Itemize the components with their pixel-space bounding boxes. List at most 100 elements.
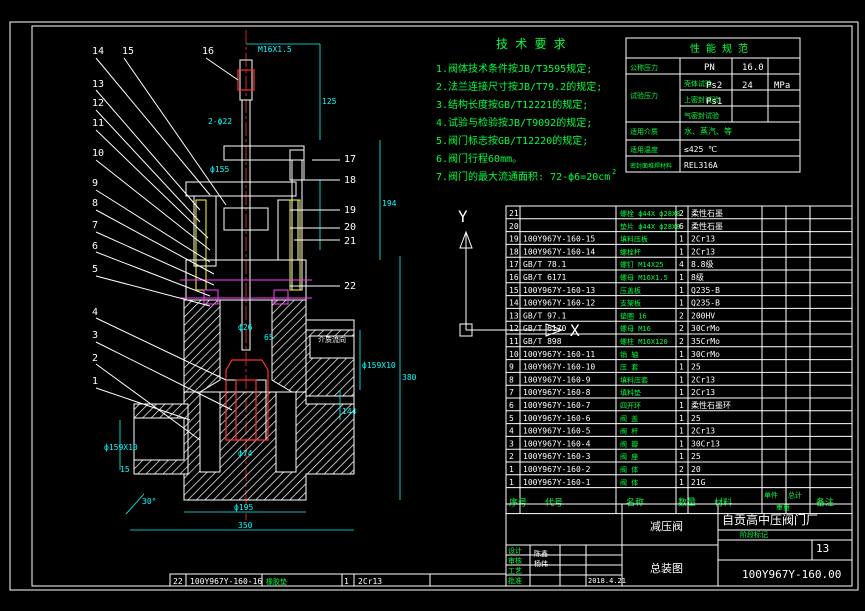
- bom-cell-code: 100Y967Y-160-7: [523, 401, 591, 410]
- callout-3: 3: [92, 330, 98, 341]
- tech-item-3: 3.结构长度按GB/T12221的规定;: [436, 98, 588, 111]
- bom-cell-name: 螺栓 ф44X ф28X8: [620, 209, 680, 218]
- tech-item-7: 7.阀门的最大流通面积: 72-ф6=20cm: [436, 170, 610, 183]
- bom-cell-code: GB/T 78.1: [523, 260, 567, 269]
- bom-cell-no: 9: [509, 363, 514, 372]
- callout-16: 16: [202, 46, 214, 57]
- perf-material: REL316A: [684, 161, 718, 170]
- bom-cell-name: 支架板: [620, 299, 641, 308]
- drawing-number: 100Y967Y-160.00: [742, 568, 841, 581]
- bom-cell-no: 1: [509, 465, 514, 474]
- bom-cell-name: 填料压板: [620, 235, 648, 244]
- perf-air: 气密封试验: [684, 111, 719, 120]
- bom-header-remark: 备注: [816, 497, 834, 509]
- checker-label: 审核: [508, 556, 522, 565]
- bom-cell-qty: 2: [679, 311, 684, 320]
- dim-d74: ф74: [238, 449, 253, 458]
- bom-cell-no: 20: [509, 222, 519, 231]
- perf-24: 24: [742, 81, 753, 91]
- bom-cell-name: 垫片 ф44X ф28X8: [620, 222, 680, 231]
- dim-d380: 380: [402, 373, 417, 382]
- bom-cell-qty: 1: [679, 478, 684, 487]
- axis-y: Y: [458, 207, 468, 226]
- callout-4: 4: [92, 307, 98, 318]
- extra-code: 100Y967Y-160-16: [190, 577, 262, 586]
- dim-d15: 15: [120, 465, 130, 474]
- bom-header-qty: 数量: [678, 497, 696, 509]
- bom-cell-no: 19: [509, 235, 519, 244]
- bom-cell-no: 1: [509, 478, 514, 487]
- bom-cell-name: 阀 盖: [620, 414, 638, 423]
- sheet-number: 13: [816, 542, 829, 555]
- bom-cell-mat: 35CrMo: [691, 337, 720, 346]
- extra-no: 22: [173, 577, 183, 586]
- bom-cell-qty: 1: [679, 273, 684, 282]
- bom-cell-qty: 2: [679, 209, 684, 218]
- dim-d194: 194: [382, 199, 397, 208]
- bom-cell-name: 填料压套: [620, 375, 648, 384]
- dim-d125: 125: [322, 97, 337, 106]
- bom-cell-code: GB/T 898: [523, 337, 562, 346]
- bom-cell-no: 6: [509, 401, 514, 410]
- bom-cell-code: 100Y967Y-160-13: [523, 286, 595, 295]
- tech-title: 技 术 要 求: [496, 37, 566, 51]
- bom-cell-qty: 1: [679, 350, 684, 359]
- bom-cell-no: 12: [509, 324, 519, 333]
- craft-label: 工艺: [508, 567, 522, 575]
- callout-8: 8: [92, 198, 98, 209]
- bom-cell-mat: 20: [691, 465, 701, 474]
- bom-cell-qty: 1: [679, 401, 684, 410]
- perf-shell: 壳体试验: [684, 79, 712, 88]
- tech-item-6: 6.阀门行程60mm。: [436, 152, 522, 165]
- callout-1: 1: [92, 376, 98, 387]
- bom-cell-qty: 1: [679, 375, 684, 384]
- bom-cell-no: 16: [509, 273, 519, 282]
- perf-medium: 水、蒸汽、等: [684, 126, 732, 136]
- bom-cell-no: 11: [509, 337, 519, 346]
- bom-cell-name: 螺栓杆: [620, 247, 641, 256]
- bom-cell-qty: 1: [679, 247, 684, 256]
- perf-test-label: 试验压力: [630, 91, 658, 100]
- bom-cell-name: 螺钉 M14X25: [620, 260, 664, 269]
- dim-d350: 350: [238, 521, 253, 530]
- dimension-labels: M16X1.5 2-ф22 ф155 ф26 ф74 ф195 350 380 …: [104, 45, 417, 530]
- perf-medium-label: 适用介质: [630, 127, 658, 136]
- bom-cell-qty: 1: [679, 388, 684, 397]
- perf-pn-label: 公称压力: [630, 63, 658, 72]
- bom-cell-mat: 25: [691, 452, 701, 461]
- callout-2: 2: [92, 353, 98, 364]
- callout-19: 19: [344, 205, 356, 216]
- designer-label: 设计: [508, 546, 522, 555]
- dim-d30: 30°: [142, 497, 156, 506]
- tech-requirements: 技 术 要 求 1.阀体技术条件按JB/T3595规定; 2.法兰连接尺寸按JB…: [436, 37, 616, 183]
- performance-table: 性 能 规 范 公称压力 PN 16.0 试验压力 壳体试验 Ps2 24 MP…: [625, 37, 801, 173]
- perf-material-label: 密封面堆焊材料: [630, 162, 672, 170]
- extra-bom-row: 22 100Y967Y-160-16 橡胶垫 1 2Cr13: [169, 573, 507, 587]
- bom-header-total: 总计: [788, 491, 802, 500]
- bom-cell-mat: 2Cr13: [691, 375, 715, 384]
- callout-9: 9: [92, 178, 98, 189]
- bom-header-unit: 单件: [764, 491, 778, 500]
- valve-section-view: [95, 30, 401, 531]
- bom-cell-qty: 1: [679, 452, 684, 461]
- callout-7: 7: [92, 220, 98, 231]
- bom-cell-mat: 2Cr13: [691, 427, 715, 436]
- bom-cell-no: 7: [509, 388, 514, 397]
- bom-header-name: 名称: [626, 497, 644, 509]
- bom-cell-no: 10: [509, 350, 519, 359]
- bom-cell-name: 阀 体: [620, 465, 638, 474]
- bom-cell-mat: 8级: [691, 272, 704, 282]
- bom-cell-mat: 柔性石墨环: [691, 400, 731, 410]
- bom-cell-name: 销 轴: [620, 350, 638, 359]
- dim-d159b: ф159X10: [362, 361, 396, 370]
- callout-11: 11: [92, 118, 104, 129]
- part2-label: 杨伟: [534, 559, 548, 568]
- perf-16: 16.0: [742, 63, 764, 73]
- bom-cell-mat: 30CrMo: [691, 350, 720, 359]
- extra-name: 橡胶垫: [266, 577, 287, 586]
- callout-21: 21: [344, 236, 356, 247]
- inlet-label: 介质流向: [318, 335, 346, 344]
- bom-cell-code: GB/T 6170: [523, 324, 567, 333]
- bom-cell-mat: 8.8级: [691, 259, 713, 269]
